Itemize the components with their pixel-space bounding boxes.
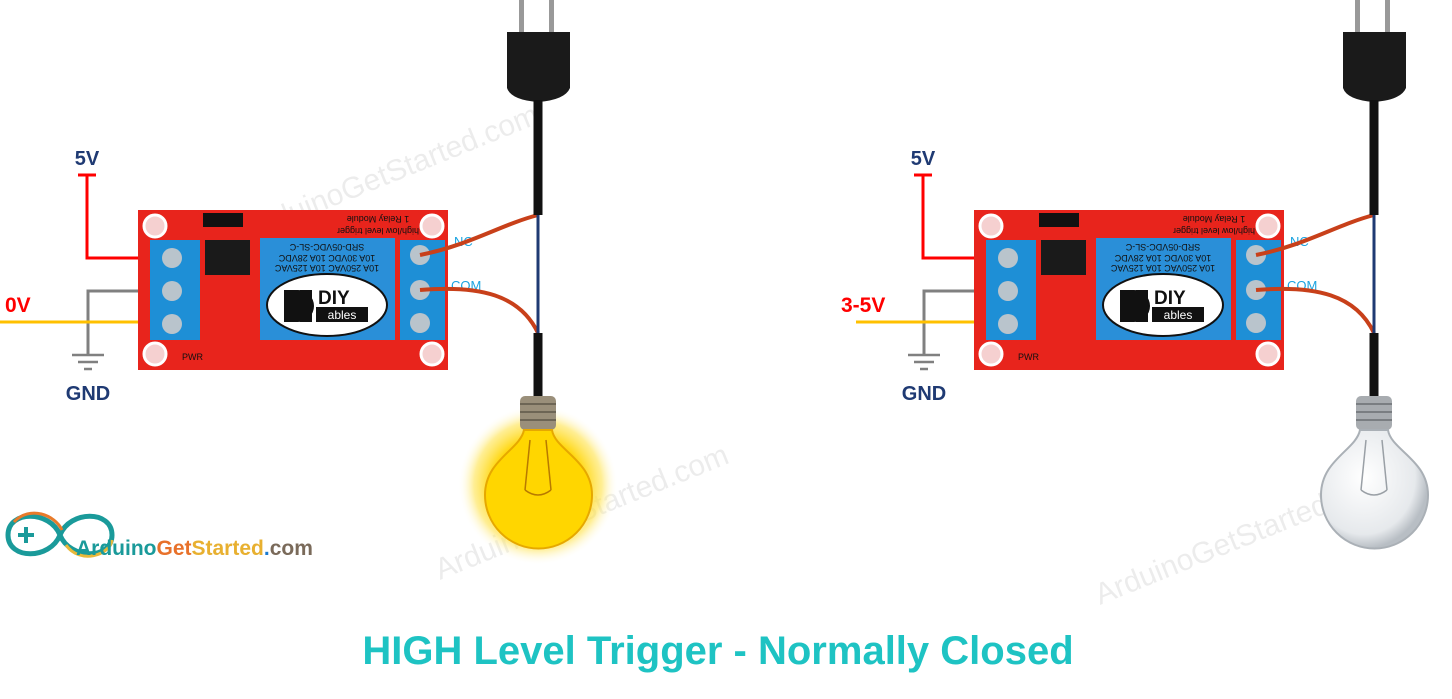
nc-wire <box>419 213 539 257</box>
board-line2: high/low level trigger <box>1173 226 1255 236</box>
power-plug <box>507 0 570 102</box>
logo-part: Arduino <box>76 537 156 560</box>
brand-bottom: ables <box>328 308 357 322</box>
diagram-title: HIGH Level Trigger - Normally Closed <box>362 629 1073 673</box>
svg-text:ArduinoGetStarted.com: ArduinoGetStarted.com <box>76 537 313 560</box>
relay-module: SRD-05VDC-SL-C 10A 30VDC 10A 28VDC 10A 2… <box>974 210 1284 370</box>
brand-top: DIY <box>1154 288 1186 309</box>
pwr-label: PWR <box>182 352 203 362</box>
signal-label: 3-5V <box>841 294 885 317</box>
ground-icon <box>72 353 104 371</box>
relay-model: SRD-05VDC-SL-C <box>1125 242 1200 252</box>
gnd-label: GND <box>902 383 946 405</box>
relay-rating: 10A 30VDC 10A 28VDC <box>278 253 375 263</box>
relay-model: SRD-05VDC-SL-C <box>289 242 364 252</box>
brand-bottom: ables <box>1164 308 1193 322</box>
board-line2: high/low level trigger <box>337 226 419 236</box>
logo-part: Started <box>192 537 264 560</box>
power-plug <box>1343 0 1406 102</box>
brand-top: DIY <box>318 288 350 309</box>
light-bulb-on <box>458 396 618 565</box>
logo-part: com <box>270 537 313 560</box>
left-circuit: 5V GND 0V SRD-05VDC-SL-C 10A 30VDC 10A 2… <box>0 0 618 565</box>
ground-icon <box>908 353 940 371</box>
vcc-label: 5V <box>75 148 100 170</box>
arduinogetstarted-logo: ArduinoGetStarted.com <box>5 511 313 560</box>
logo-part: Get <box>156 537 191 560</box>
board-line1: 1 Relay Module <box>1183 214 1246 224</box>
light-bulb-off <box>1319 396 1430 550</box>
logo-part: . <box>264 537 270 560</box>
vcc-label: 5V <box>911 148 936 170</box>
pwr-label: PWR <box>1018 352 1039 362</box>
gnd-label: GND <box>66 383 110 405</box>
com-wire <box>1255 286 1376 334</box>
relay-rating: 10A 250VAC 10A 125VAC <box>274 263 379 273</box>
signal-label: 0V <box>5 294 31 317</box>
board-line1: 1 Relay Module <box>347 214 410 224</box>
nc-wire <box>1255 213 1375 257</box>
com-wire <box>419 286 540 334</box>
relay-module: SRD-05VDC-SL-C 10A 30VDC 10A 28VDC 10A 2… <box>138 210 448 370</box>
relay-rating: 10A 250VAC 10A 125VAC <box>1110 263 1215 273</box>
relay-rating: 10A 30VDC 10A 28VDC <box>1114 253 1211 263</box>
right-circuit: 5V GND 3-5V SRD-05VDC-SL-C 10A 30VDC 10A… <box>841 0 1430 550</box>
